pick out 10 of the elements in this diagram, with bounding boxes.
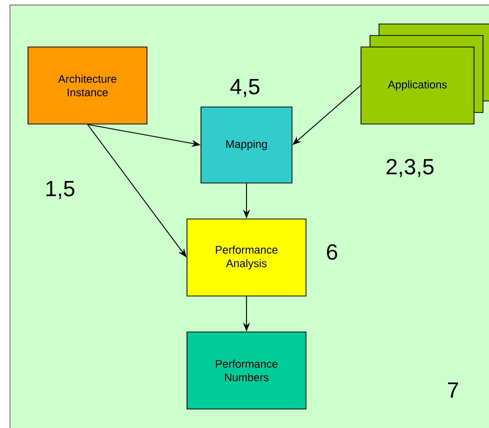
- step-number: 6: [327, 244, 338, 260]
- step-number: 1,5: [46, 181, 74, 199]
- process-box: Performance Analysis: [186, 218, 306, 296]
- stacked-box: Applications: [360, 24, 489, 124]
- step-number: 2,3,5: [386, 158, 434, 178]
- step-number: 7: [448, 382, 458, 398]
- process-box: Performance Numbers: [186, 332, 306, 410]
- process-box: Architecture Instance: [28, 46, 148, 124]
- process-box: Mapping: [200, 106, 292, 184]
- step-number: 4,5: [230, 79, 260, 97]
